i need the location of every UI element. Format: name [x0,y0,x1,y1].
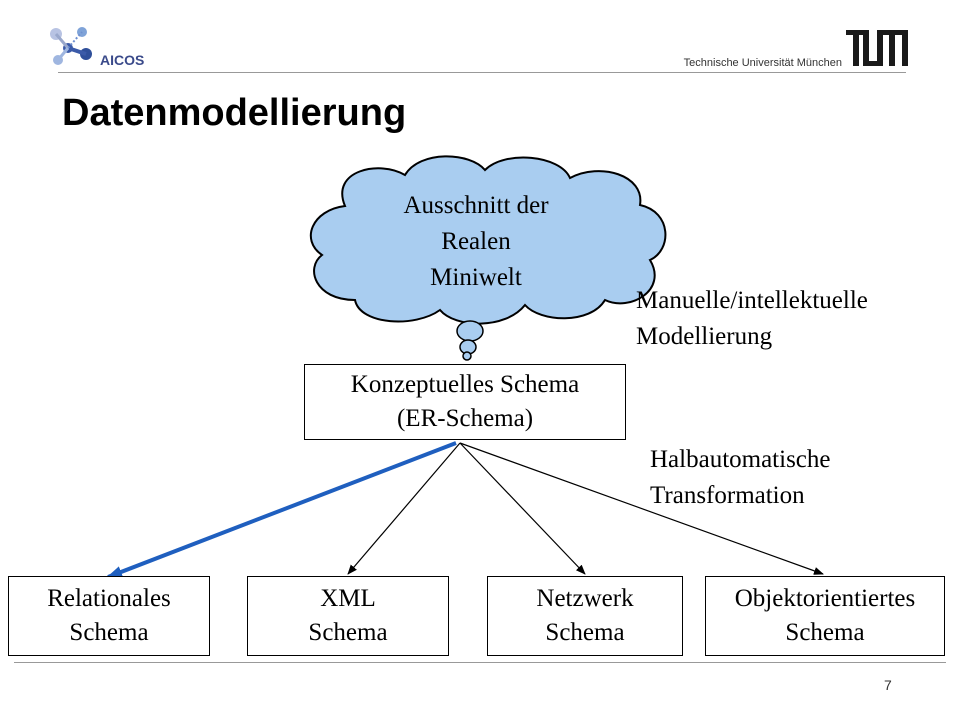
transformation-label: Halbautomatische Transformation [650,442,831,514]
cloud-label-line: Ausschnitt der [403,192,549,219]
object-schema-line: Schema [785,619,865,646]
page-title: Datenmodellierung [62,92,407,134]
relational-schema-line: Schema [69,619,149,646]
manual-modelling-line: Modellierung [636,323,773,350]
tum-logo [846,30,908,66]
footer-divider [14,662,946,663]
xml-schema-line: XML [320,585,376,612]
conceptual-schema-box: Konzeptuelles Schema (ER-Schema) [304,364,626,440]
conceptual-schema-line: (ER-Schema) [396,405,534,432]
relational-schema-box: Relationales Schema [8,576,210,656]
object-schema-box: Objektorientiertes Schema [705,576,945,656]
transformation-line: Transformation [650,482,805,509]
cloud-label: Ausschnitt der Realen Miniwelt [370,188,582,296]
manual-modelling-line: Manuelle/intellektuelle [636,287,868,314]
aicos-logo [50,27,92,65]
thought-cloud [310,155,667,325]
header-divider [58,72,906,73]
arrow-to-object [459,442,824,575]
xml-schema-line: Schema [308,619,388,646]
conceptual-schema-line: Konzeptuelles Schema [350,371,580,398]
xml-schema-box: XML Schema [247,576,449,656]
arrow-to-xml [347,442,461,575]
cloud-label-line: Realen [441,228,511,255]
network-schema-line: Netzwerk [536,585,634,612]
transformation-line: Halbautomatische [650,446,831,473]
relational-schema-line: Relationales [47,585,171,612]
arrow-to-network [459,442,586,575]
manual-modelling-label: Manuelle/intellektuelle Modellierung [636,283,868,355]
university-name: Technische Universität München [683,57,842,69]
cloud-label-line: Miniwelt [430,264,522,291]
aicos-logo-text: AICOS [100,52,145,68]
thought-bubbles [456,320,484,361]
arrow-to-relational [106,441,457,579]
object-schema-line: Objektorientiertes [734,585,916,612]
network-schema-line: Schema [545,619,625,646]
page-number: 7 [884,677,892,693]
network-schema-box: Netzwerk Schema [487,576,683,656]
